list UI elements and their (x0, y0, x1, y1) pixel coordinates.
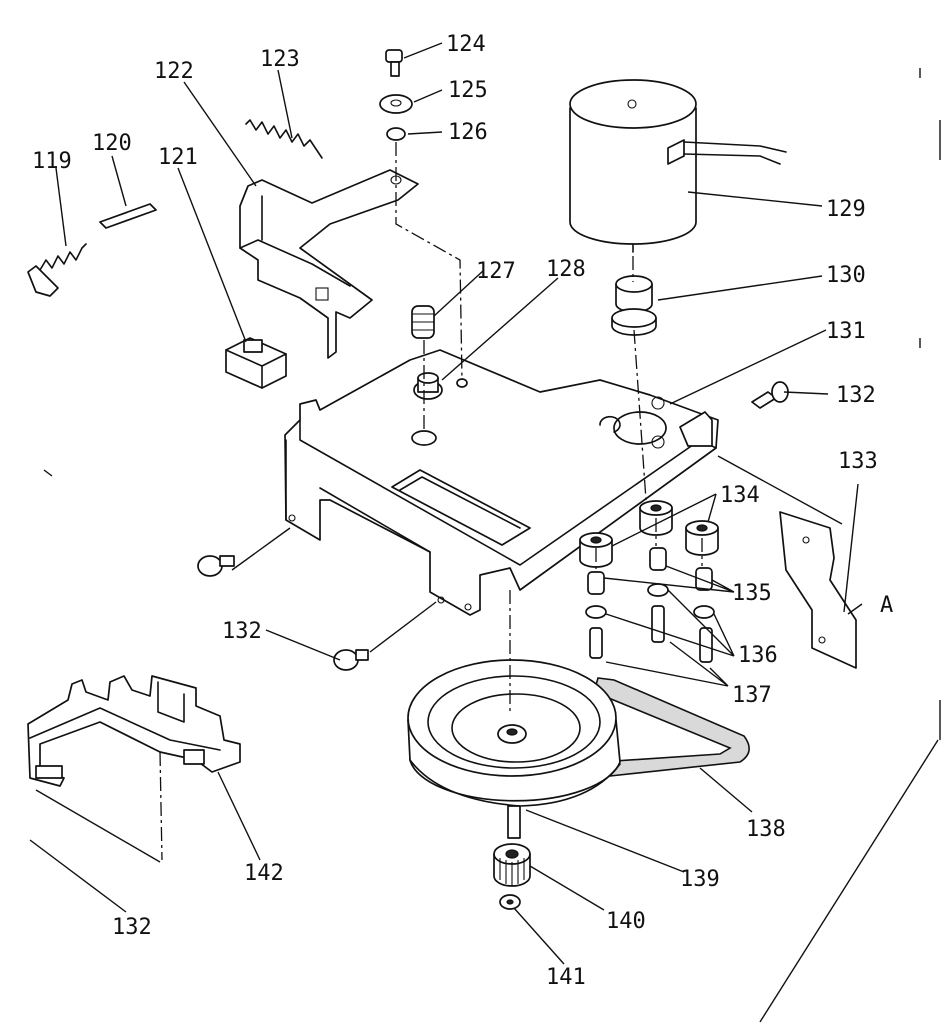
callout-137: 137 (732, 683, 772, 708)
post-128 (413, 372, 443, 400)
callout-133: 133 (838, 449, 878, 474)
flywheel-139 (407, 659, 621, 839)
callout-134: 134 (720, 483, 760, 508)
chassis-plate (284, 349, 719, 616)
spring-123 (245, 119, 323, 159)
callout-label-A: A (880, 593, 893, 618)
callout-132-left: 132 (222, 619, 262, 644)
screw-132-bottom (333, 649, 369, 671)
screw-group-137 (589, 605, 713, 663)
frame-142 (27, 675, 241, 787)
screw-124 (385, 49, 403, 77)
gear-140 (493, 843, 531, 887)
reference-lines (29, 68, 941, 1023)
callout-136: 136 (738, 643, 778, 668)
callout-121: 121 (158, 145, 198, 170)
callout-122: 122 (154, 59, 194, 84)
screw-132-right (751, 381, 789, 409)
callout-129: 129 (826, 197, 866, 222)
bracket-133 (779, 511, 857, 669)
callout-126: 126 (448, 120, 488, 145)
callout-131: 131 (826, 319, 866, 344)
callout-138: 138 (746, 817, 786, 842)
callout-128: 128 (546, 257, 586, 282)
bushing-group-135 (587, 547, 713, 595)
nut-126 (386, 127, 406, 141)
alignment-lines (159, 142, 703, 861)
pulley-130 (611, 275, 657, 336)
block-121 (225, 337, 287, 389)
callout-120: 120 (92, 131, 132, 156)
spring-127 (411, 305, 435, 339)
callout-140: 140 (606, 909, 646, 934)
callout-139: 139 (680, 867, 720, 892)
leader-lines (55, 42, 863, 965)
callout-142: 142 (244, 861, 284, 886)
callout-130: 130 (826, 263, 866, 288)
motor-129 (569, 79, 787, 253)
callout-132-bottom: 132 (112, 915, 152, 940)
callout-labels: 119 120 121 122 123 124 125 126 127 128 … (32, 32, 893, 990)
pin-120 (99, 203, 157, 229)
callout-124: 124 (446, 32, 486, 57)
callout-127: 127 (476, 259, 516, 284)
screw-132-left (197, 555, 235, 577)
spring-119 (27, 243, 87, 297)
washer-125 (379, 94, 413, 114)
washer-141 (499, 894, 521, 910)
callout-125: 125 (448, 78, 488, 103)
washer-group-136 (585, 583, 715, 619)
lever-bracket (239, 169, 419, 359)
callout-135: 135 (732, 581, 772, 606)
callout-119: 119 (32, 149, 72, 174)
callout-132-right: 132 (836, 383, 876, 408)
callout-141: 141 (546, 965, 586, 990)
callout-123: 123 (260, 47, 300, 72)
